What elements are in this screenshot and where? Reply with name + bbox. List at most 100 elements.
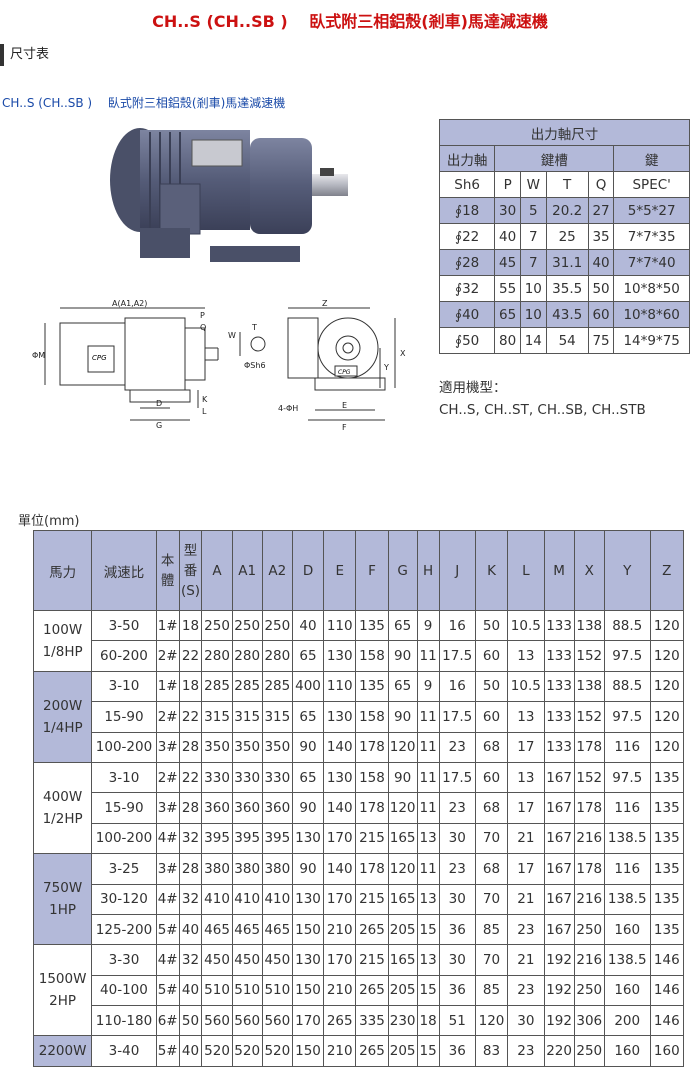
shaft-cell: ∮28 xyxy=(438,249,496,276)
spec-cell: 97.5 xyxy=(603,761,651,794)
spec-cell: 216 xyxy=(573,883,605,915)
power-label: 2200W xyxy=(38,1043,87,1060)
shaft-cell: 7 xyxy=(519,249,547,276)
spec-cell: 13 xyxy=(416,822,440,855)
spec-cell: 22 xyxy=(178,701,203,733)
shaft-column-header: P xyxy=(494,171,521,198)
spec-column-header: 型番(S) xyxy=(178,530,203,611)
spec-cell: 4# xyxy=(155,822,180,855)
spec-cell: 60 xyxy=(474,701,509,733)
spec-cell: 560 xyxy=(231,1005,263,1037)
spec-cell: 88.5 xyxy=(603,609,651,642)
spec-cell: 205 xyxy=(387,1035,418,1067)
spec-cell: 167 xyxy=(543,853,575,885)
spec-cell: 160 xyxy=(603,913,651,946)
spec-cell: 265 xyxy=(355,974,389,1007)
spec-cell: 215 xyxy=(355,944,389,976)
spec-cell: 10.5 xyxy=(507,609,545,642)
spec-cell: 5# xyxy=(155,1035,180,1067)
spec-cell: 150 xyxy=(291,974,325,1007)
spec-cell: 520 xyxy=(231,1035,263,1067)
spec-cell: 265 xyxy=(355,913,389,946)
spec-cell: 330 xyxy=(231,761,263,794)
shaft-cell: 43.5 xyxy=(545,301,589,328)
spec-cell: 5# xyxy=(155,913,180,946)
spec-cell: 65 xyxy=(291,640,325,672)
spec-cell: 170 xyxy=(323,944,357,976)
svg-text:ΦSh6: ΦSh6 xyxy=(244,361,266,370)
spec-cell: 178 xyxy=(355,731,389,763)
spec-cell: 380 xyxy=(261,853,293,885)
spec-cell: 178 xyxy=(355,792,389,824)
applicable-models-label: 適用機型： xyxy=(439,380,507,396)
shaft-cell: ∮32 xyxy=(438,275,496,302)
svg-text:ΦM: ΦM xyxy=(32,351,45,360)
svg-text:T: T xyxy=(251,323,257,332)
applicable-models-list: CH..S, CH..ST, CH..SB, CH..STB xyxy=(439,402,646,418)
spec-cell: 520 xyxy=(201,1035,233,1067)
power-label: 400W xyxy=(43,789,83,806)
spec-cell: 3-10 xyxy=(91,670,157,703)
spec-cell: 15 xyxy=(416,1035,440,1067)
spec-cell: 23 xyxy=(507,913,545,946)
spec-cell: 192 xyxy=(543,944,575,976)
spec-cell: 400 xyxy=(291,670,325,703)
spec-cell: 146 xyxy=(649,974,685,1007)
spec-cell: 133 xyxy=(543,640,575,672)
spec-cell: 16 xyxy=(438,670,476,703)
spec-cell: 216 xyxy=(573,944,605,976)
spec-cell: 15 xyxy=(416,913,440,946)
spec-cell: 17.5 xyxy=(438,761,476,794)
spec-cell: 133 xyxy=(543,701,575,733)
spec-cell: 11 xyxy=(416,792,440,824)
spec-cell: 50 xyxy=(474,609,509,642)
shaft-cell: 10*8*50 xyxy=(613,275,690,302)
spec-cell: 100-200 xyxy=(91,731,157,763)
power-label: 1/2HP xyxy=(42,811,83,828)
spec-cell: 130 xyxy=(323,761,357,794)
shaft-cell: 80 xyxy=(494,327,521,354)
spec-cell: 110 xyxy=(323,609,357,642)
spec-cell: 120 xyxy=(649,731,685,763)
shaft-cell: 40 xyxy=(587,249,615,276)
spec-cell: 9 xyxy=(416,670,440,703)
spec-cell: 380 xyxy=(231,853,263,885)
spec-cell: 138 xyxy=(573,670,605,703)
spec-cell: 350 xyxy=(231,731,263,763)
spec-column-header: A1 xyxy=(231,530,263,611)
svg-text:CPG: CPG xyxy=(338,369,351,376)
shaft-cell: 5 xyxy=(519,197,547,224)
spec-cell: 18 xyxy=(178,670,203,703)
spec-cell: 23 xyxy=(438,792,476,824)
spec-cell: 165 xyxy=(387,822,418,855)
spec-cell: 70 xyxy=(474,883,509,915)
shaft-group-header: 鍵 xyxy=(613,145,690,172)
spec-cell: 160 xyxy=(603,1035,651,1067)
shaft-cell: 25 xyxy=(545,223,589,250)
spec-cell: 410 xyxy=(201,883,233,915)
shaft-cell: ∮50 xyxy=(438,327,496,354)
shaft-cell: ∮40 xyxy=(438,301,496,328)
spec-cell: 138.5 xyxy=(603,944,651,976)
power-label: 2HP xyxy=(49,993,77,1010)
spec-cell: 280 xyxy=(201,640,233,672)
spec-cell: 135 xyxy=(649,792,685,824)
spec-cell: 3-40 xyxy=(91,1035,157,1067)
spec-cell: 28 xyxy=(178,792,203,824)
spec-column-header: A xyxy=(201,530,233,611)
spec-cell: 205 xyxy=(387,974,418,1007)
spec-cell: 120 xyxy=(649,640,685,672)
power-label: 1/8HP xyxy=(42,643,83,660)
shaft-cell: 7*7*35 xyxy=(613,223,690,250)
shaft-cell: 35.5 xyxy=(545,275,589,302)
spec-cell: 560 xyxy=(261,1005,293,1037)
shaft-table-title: 出力軸尺寸 xyxy=(439,119,690,146)
